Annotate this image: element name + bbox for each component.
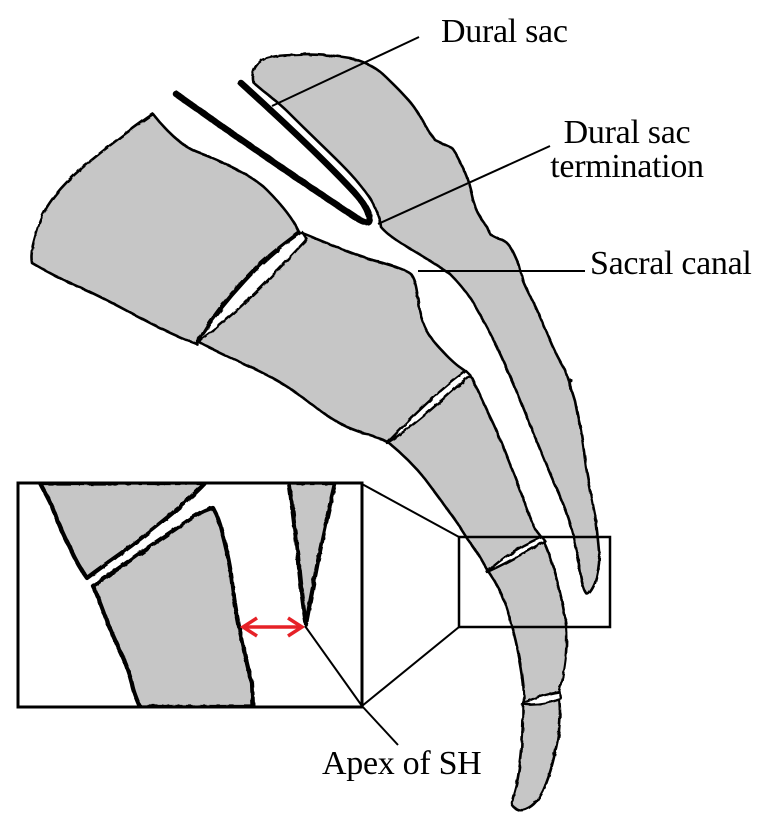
connector-top (361, 483, 460, 538)
inset-lower-segment-shape (90, 505, 256, 707)
inset-apex-wedge-shape (286, 483, 338, 627)
dural-sac-outline (172, 79, 373, 226)
label-sacral-canal: Sacral canal (590, 245, 752, 282)
disc-gap-lower (485, 535, 547, 574)
disc-gap-sacrococcygeal (520, 690, 563, 706)
label-apex-of-sh: Apex of SH (322, 745, 482, 782)
sacral-body-column-shape (197, 231, 568, 812)
label-dural-sac-termination-line1: Dural sac (563, 114, 691, 151)
connector-bottom (361, 626, 460, 707)
disc-gap-mid (385, 369, 472, 445)
hiatus-width-arrow (239, 616, 306, 638)
label-dural-sac-termination-line2: termination (550, 148, 704, 185)
label-dural-sac: Dural sac (441, 13, 568, 50)
speck (568, 378, 572, 382)
dural-sac-leader-line (271, 36, 420, 107)
zoom-target-rectangle (457, 535, 612, 629)
apex-label-leader-line (361, 705, 399, 746)
zoom-inset-box (16, 481, 364, 709)
inset-upper-segment-shape (37, 483, 208, 581)
label-dural-sac-termination: Dural sac termination (527, 116, 727, 184)
l5-vertebral-body-shape (30, 112, 301, 346)
disc-gap-l5s1 (195, 230, 309, 344)
dural-sac-termination-leader-line (377, 145, 551, 225)
apex-pointer-line (304, 625, 362, 707)
